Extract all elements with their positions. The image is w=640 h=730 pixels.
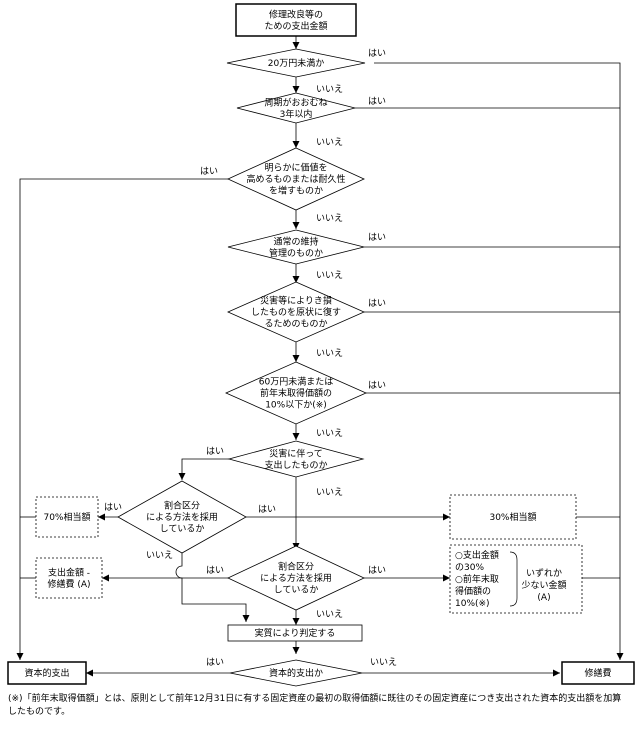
repair-box — [561, 661, 635, 685]
q9-text-1: による方法を採用 — [260, 572, 332, 584]
q6-text-1: 前年末取得価額の — [260, 387, 332, 399]
q2-text-1: 3年以内 — [280, 108, 313, 120]
bmin-right-text-2: (A) — [537, 593, 550, 603]
q8-diamond — [117, 480, 247, 554]
capital-box — [7, 661, 87, 685]
label-q8-no: いいえ — [146, 550, 173, 561]
q3-diamond — [227, 147, 365, 211]
q7-diamond — [227, 440, 365, 478]
b30-text-0: 30%相当額 — [489, 511, 536, 523]
q1-text-0: 20万円未満か — [268, 57, 324, 69]
edges — [16, 36, 624, 677]
bexp-text-0: 支出金額 - — [48, 566, 90, 578]
label-q8-yes-right: はい — [258, 504, 276, 515]
q5-text-0: 災害等によりき損 — [260, 295, 332, 307]
q2-diamond — [236, 92, 356, 124]
label-q3-yes: はい — [200, 166, 218, 177]
q6-diamond — [225, 361, 367, 425]
label-q1-yes: はい — [368, 48, 386, 59]
bexp-box — [35, 557, 103, 599]
label-q3-no: いいえ — [316, 213, 343, 224]
footnote: (※)「前年末取得価額」とは、原則として前年12月31日に有する固定資産の最初の… — [8, 694, 622, 717]
label-q9-left: はい — [206, 565, 224, 576]
bmin-box — [449, 544, 583, 614]
edge-q3-yes-capital — [16, 178, 228, 660]
b30-box — [449, 494, 577, 540]
label-q9-no: いいえ — [316, 609, 343, 620]
q9-text-2: しているか — [274, 585, 319, 596]
q8-text-1: による方法を採用 — [146, 511, 218, 523]
label-q7-no: いいえ — [316, 487, 343, 498]
b70-box — [35, 496, 99, 538]
label-q2-no: いいえ — [316, 137, 343, 148]
bjudge-text-0: 実質により判定する — [255, 627, 336, 639]
q6-text-0: 60万円未満または — [259, 376, 333, 388]
q9-text-0: 割合区分 — [278, 561, 314, 573]
q5-text-2: るためのものか — [264, 319, 327, 330]
label-q10-no: いいえ — [370, 657, 397, 668]
q5-text-1: したものを原状に復す — [251, 306, 341, 318]
label-q2-yes: はい — [368, 96, 386, 107]
bmin-text-1: の30% — [455, 563, 484, 573]
bexp-text-1: 修繕費 (A) — [47, 578, 90, 590]
edge-labels: はいいいえはいいいえはいいいえはいいいえはいいいえはいいいえはいいいえはいはいい… — [104, 48, 397, 668]
bjudge-box — [227, 624, 363, 642]
label-q7-yes: はい — [206, 446, 224, 457]
label-q8-yes-left: はい — [104, 502, 122, 513]
q1-diamond — [226, 48, 366, 78]
bmin-text-2: ○前年末取 — [455, 573, 499, 585]
b70-text-0: 70%相当額 — [43, 511, 90, 523]
edge-q7-yes-q8 — [178, 458, 230, 480]
q4-text-1: 管理のものか — [269, 247, 323, 259]
start-box — [235, 3, 357, 37]
q10-diamond — [229, 659, 363, 687]
bmin-right-text-1: 少ない金額 — [521, 579, 566, 591]
q3-text-1: 高めるものまたは耐久性 — [246, 173, 345, 185]
label-q5-yes: はい — [368, 298, 386, 309]
start-text-1: ための支出金額 — [264, 20, 327, 32]
q3-text-0: 明らかに価値を — [264, 162, 327, 174]
bmin-text-3: 得価額の — [455, 585, 491, 597]
label-q6-yes: はい — [368, 380, 386, 391]
q5-diamond — [227, 281, 365, 343]
bmin-brace — [509, 551, 518, 607]
q9-diamond — [227, 545, 365, 611]
q4-diamond — [227, 229, 365, 265]
start-text-0: 修理改良等の — [269, 8, 323, 20]
q10-text-0: 資本的支出か — [269, 667, 323, 679]
bmin-text-0: ○支出金額 — [455, 549, 499, 561]
label-q6-no: いいえ — [316, 428, 343, 439]
q2-text-0: 周期がおおむね — [264, 96, 327, 108]
label-q10-yes: はい — [206, 657, 224, 668]
repair-text-0: 修繕費 — [584, 667, 611, 679]
capital-text-0: 資本的支出 — [24, 667, 69, 679]
label-q4-yes: はい — [368, 232, 386, 243]
q6-text-2: 10%以下か(※) — [265, 400, 327, 411]
label-q4-no: いいえ — [316, 270, 343, 281]
bmin-right-text-0: いずれか — [526, 568, 562, 579]
bmin-text-4: 10%(※) — [455, 599, 490, 609]
label-q1-no: いいえ — [316, 84, 343, 95]
q7-text-1: 支出したものか — [264, 459, 327, 471]
edge-q1-yes-repair — [374, 62, 624, 660]
q4-text-0: 通常の維持 — [273, 235, 318, 247]
edge-q8-no-judge — [175, 553, 250, 622]
label-q9-yes: はい — [368, 565, 386, 576]
q8-text-2: しているか — [160, 524, 205, 535]
q8-text-0: 割合区分 — [164, 500, 200, 512]
q7-text-0: 災害に伴って — [269, 447, 323, 459]
q3-text-2: を増すものか — [269, 185, 323, 197]
label-q5-no: いいえ — [316, 348, 343, 359]
